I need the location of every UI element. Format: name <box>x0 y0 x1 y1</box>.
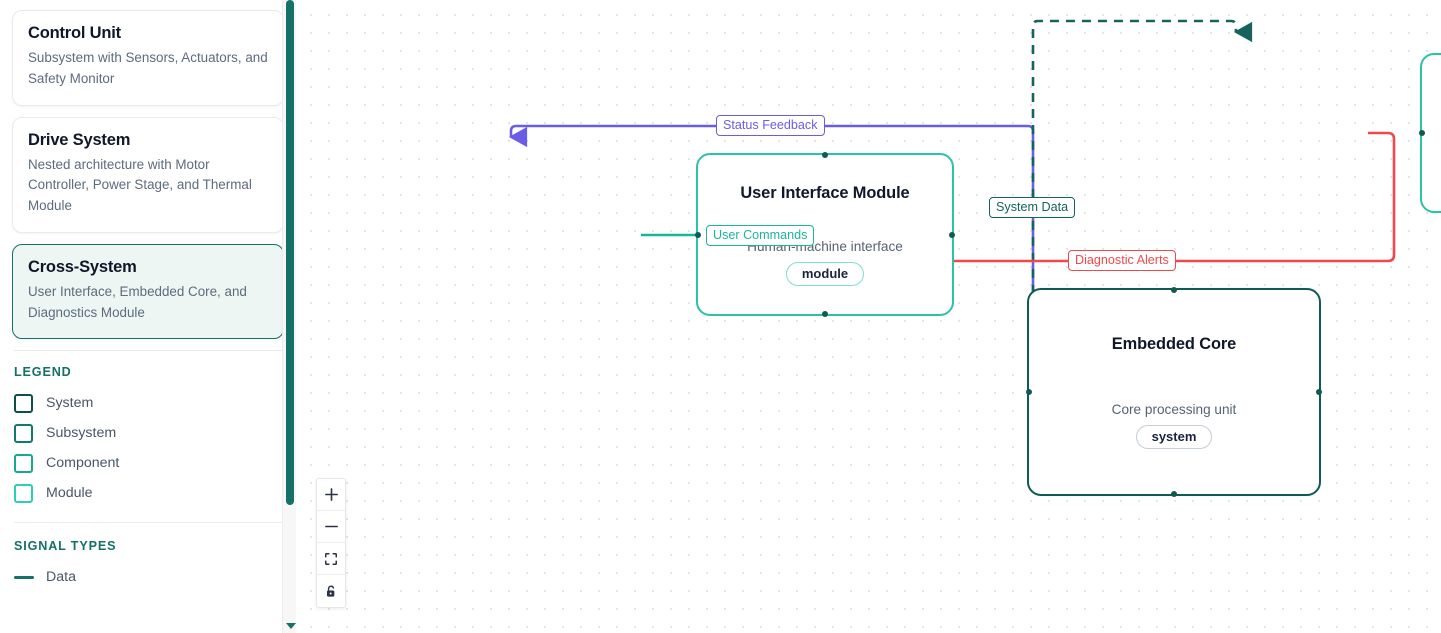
zoom-out-button[interactable] <box>317 511 345 543</box>
handle-bottom[interactable] <box>1171 491 1177 497</box>
sidebar-scrollbar[interactable] <box>282 0 296 633</box>
handle-top[interactable] <box>822 152 828 158</box>
signal-line-data <box>14 575 34 580</box>
legend-swatch-component <box>14 453 33 473</box>
handle-left[interactable] <box>695 231 701 238</box>
node-description: Core processing unit <box>1111 402 1237 417</box>
handle-left[interactable] <box>1026 389 1032 395</box>
card-title: Drive System <box>28 130 131 149</box>
edge-label-user-commands[interactable]: User Commands <box>706 225 815 247</box>
legend-heading: LEGEND <box>14 365 72 380</box>
plus-icon <box>324 488 338 501</box>
legend-label: Subsystem <box>46 425 117 442</box>
node-title: Embedded Core <box>1111 335 1237 353</box>
legend-item-subsystem[interactable]: Subsystem <box>14 418 284 448</box>
minus-icon <box>324 525 338 528</box>
card-description: Nested architecture with Motor Controlle… <box>28 156 252 214</box>
signal-type-label: Data <box>46 569 76 586</box>
sidebar-divider-2 <box>14 522 282 524</box>
node-badge: module <box>785 261 865 286</box>
edge-label-diagnostic-alerts[interactable]: Diagnostic Alerts <box>1068 250 1176 272</box>
node-title: User Interface Module <box>740 183 910 202</box>
sidebar-card-cross-system[interactable]: Cross-System User Interface, Embedded Co… <box>12 243 284 340</box>
legend-swatch-system <box>14 393 33 413</box>
scroll-down-arrow-icon[interactable] <box>285 623 296 629</box>
handle-right[interactable] <box>949 231 955 238</box>
sidebar-scrollbar-thumb[interactable] <box>286 0 294 505</box>
legend-item-module[interactable]: Module <box>14 478 284 508</box>
node-user-interface-module[interactable]: User Interface Module Human-machine inte… <box>695 152 955 317</box>
sidebar: Control Unit Subsystem with Sensors, Act… <box>0 0 296 633</box>
edge-label-system-data[interactable]: System Data <box>989 197 1076 219</box>
sidebar-card-drive-system[interactable]: Drive System Nested architecture with Mo… <box>12 116 284 233</box>
signal-types-heading: SIGNAL TYPES <box>14 539 117 554</box>
fit-view-button[interactable] <box>317 543 345 575</box>
lock-button[interactable] <box>317 575 345 607</box>
card-title: Control Unit <box>28 24 121 42</box>
sidebar-divider <box>14 350 282 352</box>
signal-type-item-data[interactable]: Data <box>14 562 284 592</box>
legend-item-system[interactable]: System <box>14 388 284 418</box>
legend-swatch-subsystem <box>14 423 33 443</box>
card-description: Subsystem with Sensors, Actuators, and S… <box>28 50 268 86</box>
zoom-controls <box>316 478 346 608</box>
node-diagnostics-module[interactable]: Diagnostics Module System diagnostics an… <box>1419 53 1441 213</box>
zoom-in-button[interactable] <box>317 479 345 511</box>
fit-view-icon <box>325 552 337 565</box>
edge-label-status-feedback[interactable]: Status Feedback <box>716 115 825 137</box>
legend-item-component[interactable]: Component <box>14 448 284 478</box>
sidebar-card-control-unit[interactable]: Control Unit Subsystem with Sensors, Act… <box>12 10 284 106</box>
legend-label: Module <box>46 485 93 502</box>
handle-left[interactable] <box>1419 130 1425 136</box>
legend-swatch-module <box>14 483 33 503</box>
card-description: User Interface, Embedded Core, and Diagn… <box>28 283 247 320</box>
legend-label: Component <box>46 455 120 472</box>
diagram-canvas[interactable]: User Interface Module Human-machine inte… <box>296 0 1441 633</box>
handle-bottom[interactable] <box>822 311 828 317</box>
card-title: Cross-System <box>28 257 137 276</box>
node-embedded-core[interactable]: Embedded Core Core processing unit syste… <box>1026 287 1322 497</box>
node-badge: system <box>1135 425 1213 449</box>
handle-top[interactable] <box>1171 287 1177 293</box>
unlock-icon <box>326 585 335 597</box>
legend-label: System <box>46 395 94 412</box>
handle-right[interactable] <box>1316 389 1322 395</box>
edge-system-data[interactable] <box>1031 19 1253 390</box>
